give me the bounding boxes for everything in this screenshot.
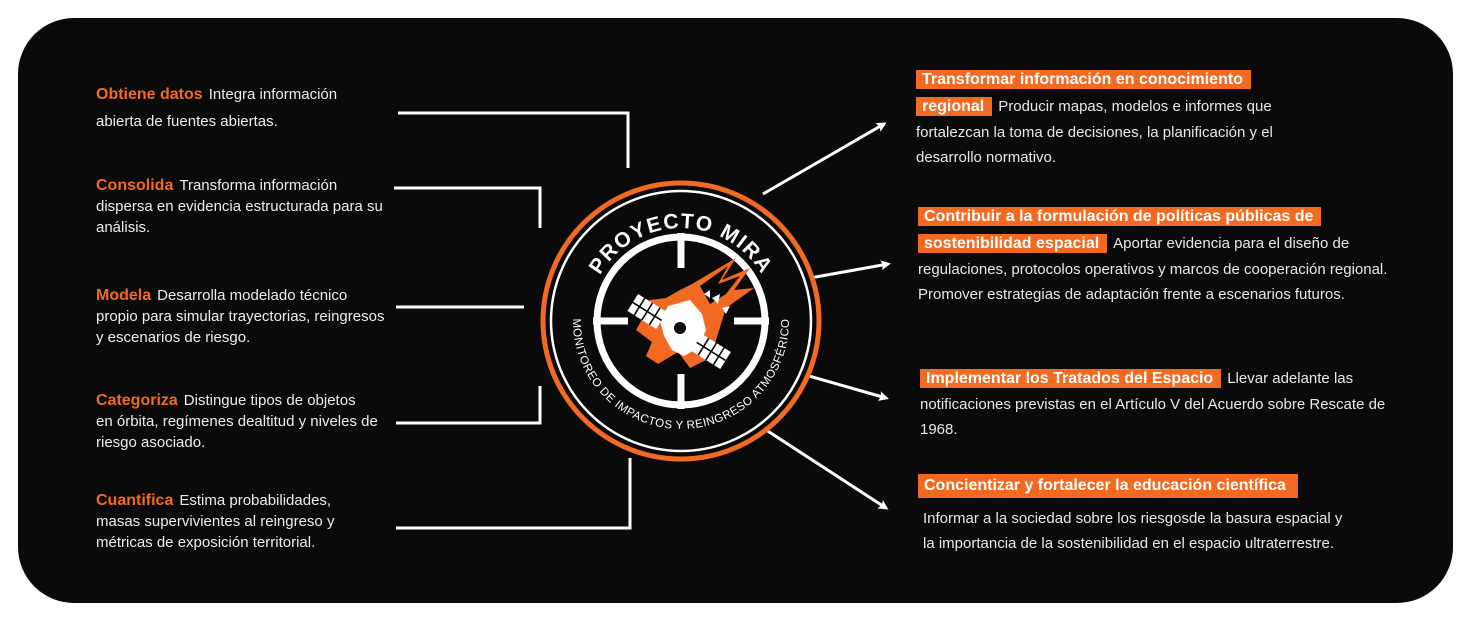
right-item-text: Producir mapas, modelos e informes que f… xyxy=(916,98,1273,166)
proyecto-mira-badge: PROYECTO MIRA MONITOREO DE IMPACTOS Y RE… xyxy=(540,180,822,462)
connector-cuantifica xyxy=(396,458,632,530)
right-item-conocimiento: Transformar información en conocimiento … xyxy=(916,66,1316,170)
right-item-text: Informar a la sociedad sobre los riesgos… xyxy=(923,510,1343,552)
right-item-text: Llevar adelante las notificaciones previ… xyxy=(920,370,1386,438)
right-item-title: Concientizar y fortalecer la educación c… xyxy=(918,474,1298,498)
right-item-educacion: Concientizar y fortalecer la educación c… xyxy=(918,473,1358,556)
left-item-text: dispersa en evidencia estructurada para … xyxy=(96,198,383,236)
left-item-text: Desarrolla modelado técnico xyxy=(157,287,348,304)
diagram-panel: Obtiene datos Integra información abierta… xyxy=(18,18,1453,603)
left-item-text: Distingue tipos de objetos xyxy=(183,392,356,409)
left-item-text: Integra información xyxy=(208,86,338,103)
left-item-keyword: Obtiene datos xyxy=(96,86,203,103)
left-item-consolida: Consolida Transforma información dispersa… xyxy=(96,175,386,238)
satellite-reentry-icon xyxy=(627,258,754,369)
connector-lines xyxy=(394,111,891,530)
left-item-cuantifica: Cuantifica Estima probabilidades, masas s… xyxy=(96,490,386,553)
left-item-text: abierta de fuentes abiertas. xyxy=(96,113,278,130)
left-item-keyword: Consolida xyxy=(96,177,174,194)
left-item-keyword: Cuantifica xyxy=(96,492,174,509)
left-item-text: Estima probabilidades, xyxy=(179,492,332,509)
connector-consolida xyxy=(394,186,542,228)
left-item-text: masas supervivientes al reingreso y métr… xyxy=(96,513,335,551)
arrow-2 xyxy=(809,260,891,280)
right-item-politicas: Contribuir a la formulación de políticas… xyxy=(918,203,1398,307)
left-item-keyword: Modela xyxy=(96,287,152,304)
arrow-4 xyxy=(759,424,889,510)
left-item-text: propio para simular trayectorias, reingr… xyxy=(96,308,385,346)
left-item-modela: Modela Desarrolla modelado técnico propio… xyxy=(96,285,386,348)
left-item-text: en órbita, regímenes dealtitud y niveles… xyxy=(96,413,378,451)
left-item-text: Transforma información xyxy=(179,177,338,194)
left-item-categoriza: Categoriza Distingue tipos de objetos en … xyxy=(96,390,394,453)
right-item-text: Aportar evidencia para el diseño de regu… xyxy=(918,235,1388,303)
connector-categoriza xyxy=(396,386,542,425)
right-item-title: Implementar los Tratados del Espacio xyxy=(920,369,1222,388)
connector-obtiene xyxy=(398,111,630,168)
left-item-obtiene: Obtiene datos Integra información abierta… xyxy=(96,84,396,139)
arrow-3 xyxy=(801,372,889,401)
arrow-1 xyxy=(762,122,887,196)
left-item-keyword: Categoriza xyxy=(96,392,178,409)
